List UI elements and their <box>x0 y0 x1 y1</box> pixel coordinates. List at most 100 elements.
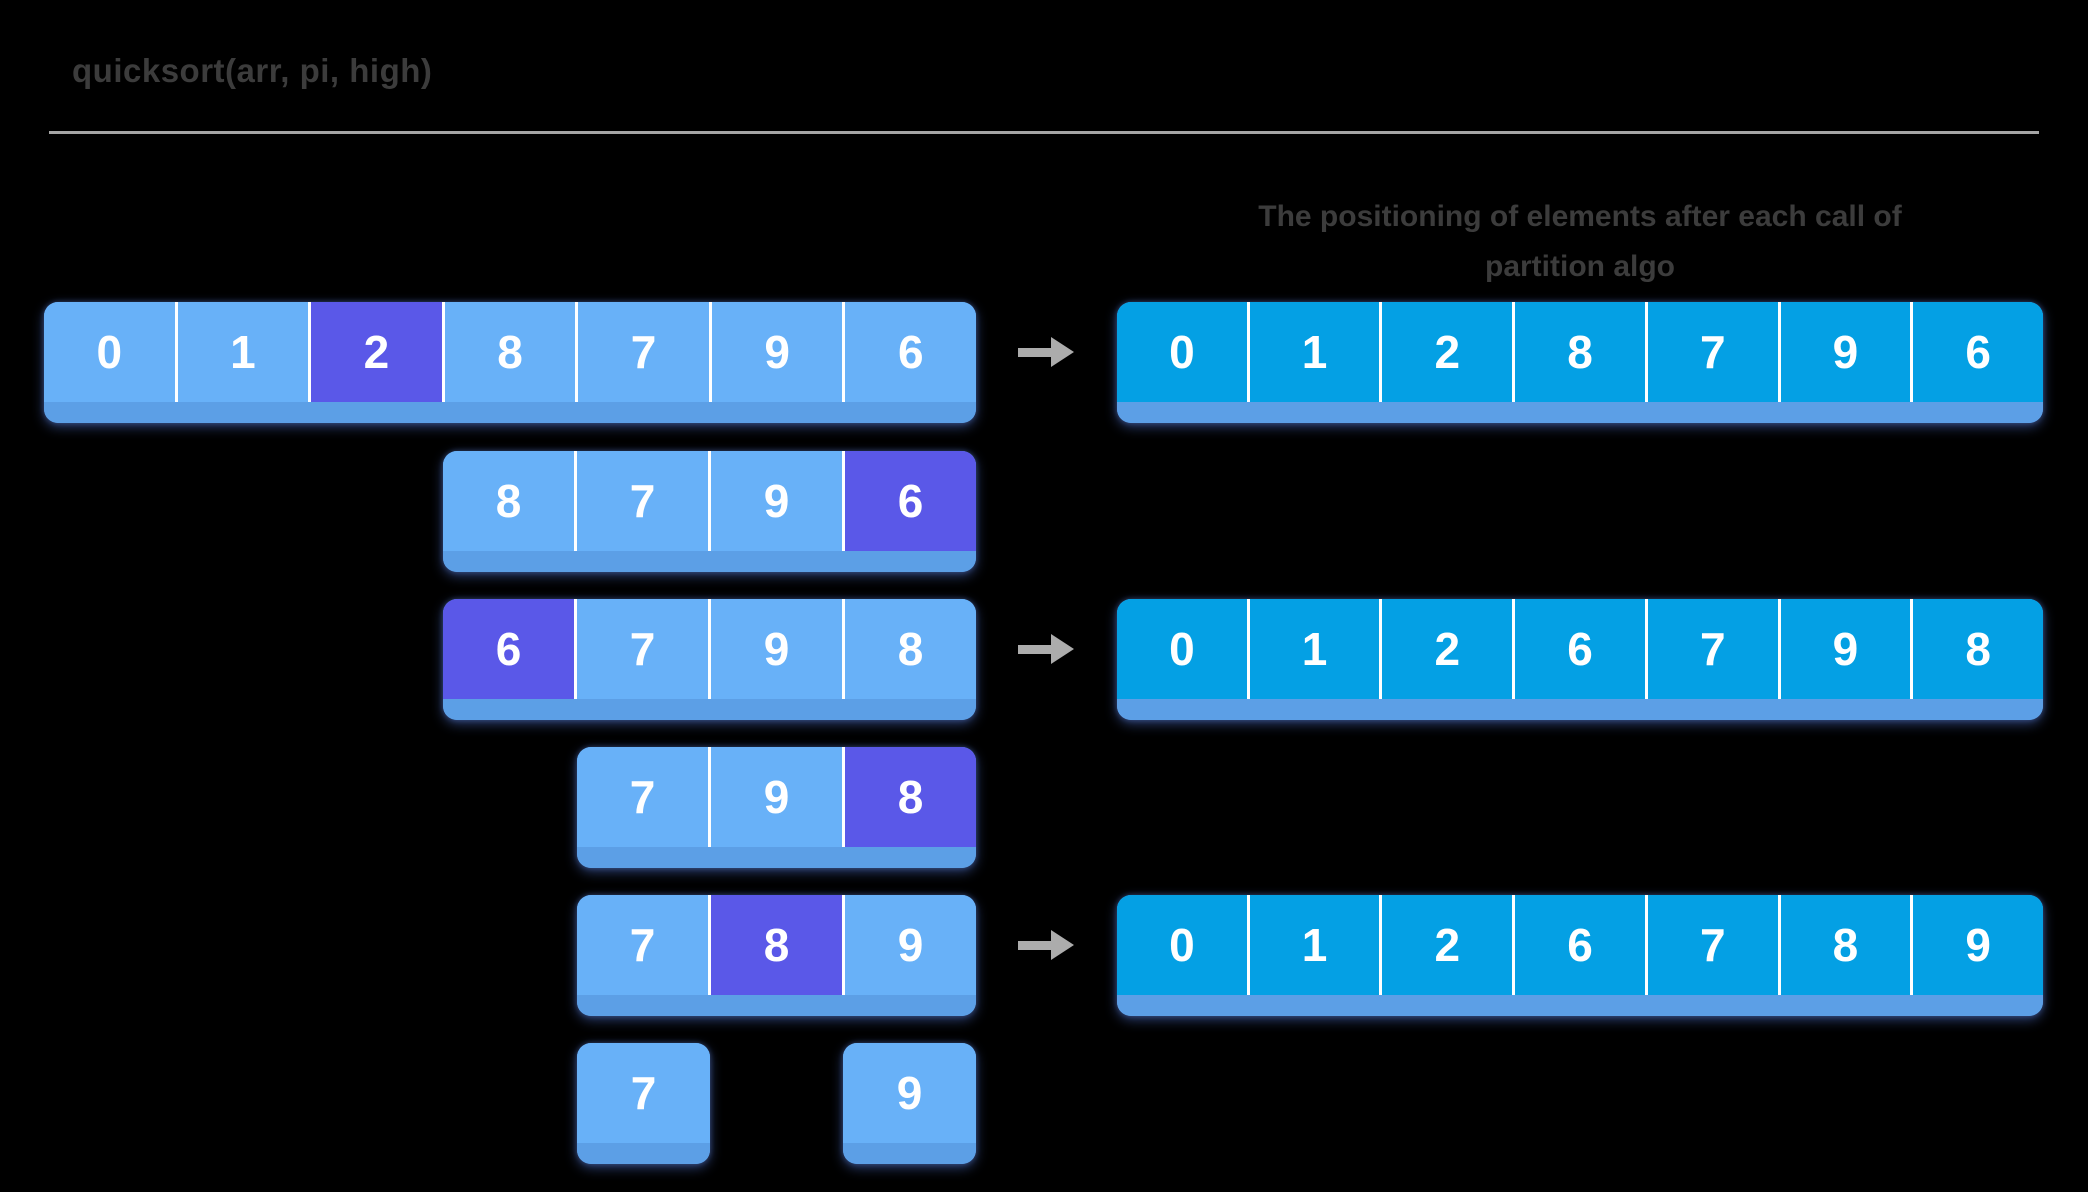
array-cell: 9 <box>1910 895 2043 995</box>
array-base-band <box>443 551 976 572</box>
array-cell: 7 <box>574 599 708 699</box>
array-cell: 7 <box>1644 302 1778 402</box>
array-cell: 8 <box>1910 599 2043 699</box>
array-cell: 9 <box>1777 599 1911 699</box>
cell-value: 7 <box>629 771 656 823</box>
cell-value: 8 <box>1832 919 1859 971</box>
cell-value: 6 <box>495 623 522 675</box>
cell-value: 1 <box>230 326 256 378</box>
pivot-cell: 8 <box>708 895 842 995</box>
array-cell: 9 <box>843 1043 976 1143</box>
array-base-band <box>443 699 976 720</box>
cell-value: 7 <box>629 919 656 971</box>
array-cell: 7 <box>577 1043 710 1143</box>
array-base-band <box>577 847 976 868</box>
cell-value: 9 <box>897 919 924 971</box>
array-cell: 6 <box>1512 895 1645 995</box>
array-cell: 2 <box>1379 302 1513 402</box>
array-cell: 7 <box>1644 599 1778 699</box>
array-base-band <box>1117 402 2043 423</box>
array-cell: 2 <box>1379 599 1513 699</box>
cell-value: 9 <box>1965 919 1991 971</box>
pivot-cell: 8 <box>842 747 976 847</box>
cell-value: 0 <box>96 326 123 378</box>
array-cells: 9 <box>843 1043 976 1143</box>
cell-value: 8 <box>497 326 523 378</box>
right-panel-heading: The positioning of elements after each c… <box>1117 192 2043 292</box>
array-cell: 9 <box>708 451 842 551</box>
array-cell: 9 <box>842 895 976 995</box>
cell-value: 9 <box>763 623 790 675</box>
array-cell: 6 <box>842 302 976 402</box>
array-cells: 0 1 2 8 7 9 6 <box>44 302 976 402</box>
cell-value: 9 <box>764 326 790 378</box>
arrow-shaft <box>1018 347 1051 357</box>
array-cell: 0 <box>44 302 175 402</box>
array-cell: 8 <box>1777 895 1911 995</box>
pivot-cell: 2 <box>308 302 442 402</box>
cell-value: 6 <box>1567 919 1593 971</box>
cell-value: 9 <box>1832 623 1859 675</box>
array-cell: 8 <box>1512 302 1645 402</box>
heading-line-1: The positioning of elements after each c… <box>1258 200 1902 233</box>
array-cell: 6 <box>1910 302 2043 402</box>
cell-value: 2 <box>1434 623 1461 675</box>
cell-value: 7 <box>629 475 656 527</box>
arrow-head <box>1051 337 1074 367</box>
cell-value: 7 <box>629 623 656 675</box>
cell-value: 7 <box>1699 326 1726 378</box>
arrow-icon <box>1018 337 1074 367</box>
arrow-icon <box>1018 930 1074 960</box>
cell-value: 0 <box>1169 326 1195 378</box>
array-cell: 8 <box>443 451 574 551</box>
array-cell: 8 <box>842 599 976 699</box>
arrow-head <box>1051 634 1074 664</box>
cell-value: 6 <box>897 475 924 527</box>
array-cell: 9 <box>708 302 843 402</box>
array-base-band <box>577 995 976 1016</box>
pivot-cell: 6 <box>842 451 976 551</box>
cell-value: 2 <box>1434 919 1461 971</box>
arrow-shaft <box>1018 644 1051 654</box>
arrow-head <box>1051 930 1074 960</box>
heading-line-2: partition algo <box>1485 250 1675 283</box>
array-cell: 6 <box>1512 599 1645 699</box>
cell-value: 6 <box>1567 623 1593 675</box>
array-cells: 6 7 9 8 <box>443 599 976 699</box>
array-cell: 7 <box>577 747 708 847</box>
array-cell: 7 <box>575 302 709 402</box>
cell-value: 8 <box>1567 326 1593 378</box>
cell-value: 6 <box>897 326 924 378</box>
pivot-cell: 6 <box>443 599 574 699</box>
cell-value: 8 <box>1965 623 1991 675</box>
array-base-band <box>44 402 976 423</box>
subarray-row-3: 6 7 9 8 <box>443 599 976 720</box>
cell-value: 8 <box>897 623 924 675</box>
cell-value: 1 <box>1301 326 1328 378</box>
array-cell: 0 <box>1117 895 1247 995</box>
cell-value: 7 <box>630 326 657 378</box>
cell-value: 0 <box>1169 919 1195 971</box>
cell-value: 7 <box>1699 919 1726 971</box>
cell-value: 7 <box>1699 623 1726 675</box>
arrow-icon <box>1018 634 1074 664</box>
cell-value: 9 <box>763 771 790 823</box>
array-cell: 1 <box>1246 599 1380 699</box>
single-element-box: 7 <box>577 1043 710 1164</box>
cell-value: 2 <box>1434 326 1461 378</box>
array-base-band <box>843 1143 976 1164</box>
array-cell: 1 <box>1246 895 1380 995</box>
cell-value: 2 <box>363 326 390 378</box>
array-cell: 7 <box>577 895 708 995</box>
